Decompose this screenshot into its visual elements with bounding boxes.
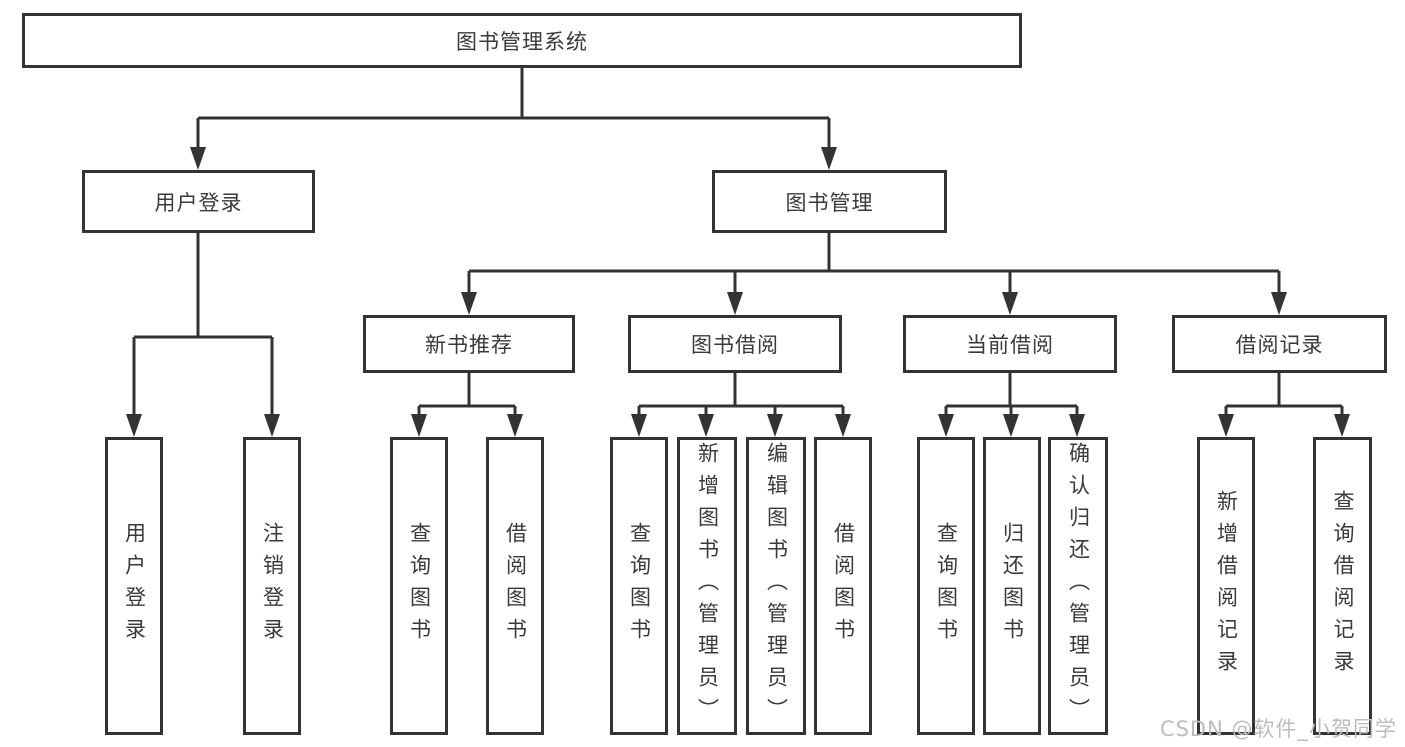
leaf-logout-label: 注销登录 — [260, 522, 285, 650]
leaf-logout: 注销登录 — [243, 437, 301, 735]
node-book-management-label: 图书管理 — [785, 190, 874, 215]
node-new-book-recommend-label: 新书推荐 — [425, 333, 513, 357]
leaf-add-borrow-record-label: 新增借阅记录 — [1214, 490, 1239, 682]
leaf-query-borrow-record-label: 查询借阅记录 — [1331, 490, 1355, 682]
csdn-watermark: CSDN @软件_小贺同学 — [1159, 717, 1397, 741]
leaf-user-login: 用户登录 — [105, 437, 163, 735]
node-book-borrow: 图书借阅 — [628, 315, 842, 373]
leaf-recommend-query-books-label: 查询图书 — [407, 522, 432, 650]
leaf-confirm-return-admin: 确认归还（管理员） — [1048, 437, 1108, 735]
leaf-add-books-admin-label: 新增图书（管理员） — [695, 442, 720, 730]
node-current-borrow-label: 当前借阅 — [966, 333, 1054, 357]
connector-book-management-children — [461, 233, 1287, 315]
leaf-borrow-books: 借阅图书 — [814, 437, 872, 735]
leaf-borrow-query-books-label: 查询图书 — [627, 522, 652, 650]
leaf-add-borrow-record: 新增借阅记录 — [1197, 437, 1255, 735]
leaf-borrow-query-books: 查询图书 — [610, 437, 668, 735]
leaf-current-query-books: 查询图书 — [917, 437, 975, 735]
connector-current-borrow-children — [938, 373, 1085, 437]
node-borrow-records: 借阅记录 — [1172, 315, 1387, 373]
node-root-system-label: 图书管理系统 — [456, 29, 588, 54]
leaf-borrow-books-label: 借阅图书 — [831, 522, 856, 650]
leaf-return-books: 归还图书 — [983, 437, 1041, 735]
leaf-return-books-label: 归还图书 — [1000, 522, 1025, 650]
node-root-system: 图书管理系统 — [22, 13, 1022, 68]
node-book-management: 图书管理 — [712, 170, 947, 233]
leaf-recommend-query-books: 查询图书 — [390, 437, 448, 735]
connector-new-book-recommend-children — [411, 373, 523, 437]
node-book-borrow-label: 图书借阅 — [691, 333, 779, 357]
connector-root-to-level2 — [190, 68, 837, 170]
connector-book-borrow-children — [631, 373, 851, 437]
node-current-borrow: 当前借阅 — [903, 315, 1117, 373]
leaf-confirm-return-admin-label: 确认归还（管理员） — [1066, 442, 1091, 730]
leaf-recommend-borrow-books: 借阅图书 — [486, 437, 544, 735]
leaf-current-query-books-label: 查询图书 — [934, 522, 959, 650]
leaf-edit-books-admin-label: 编辑图书（管理员） — [764, 442, 789, 730]
node-user-login: 用户登录 — [82, 170, 315, 233]
connector-user-login-children — [126, 233, 280, 437]
leaf-recommend-borrow-books-label: 借阅图书 — [503, 522, 528, 650]
leaf-edit-books-admin: 编辑图书（管理员） — [746, 437, 806, 735]
leaf-query-borrow-record: 查询借阅记录 — [1313, 437, 1372, 735]
leaf-user-login-label: 用户登录 — [122, 522, 147, 650]
node-user-login-label: 用户登录 — [154, 190, 243, 215]
leaf-add-books-admin: 新增图书（管理员） — [677, 437, 737, 735]
node-new-book-recommend: 新书推荐 — [363, 315, 575, 373]
connector-borrow-records-children — [1218, 373, 1350, 437]
node-borrow-records-label: 借阅记录 — [1235, 333, 1324, 357]
